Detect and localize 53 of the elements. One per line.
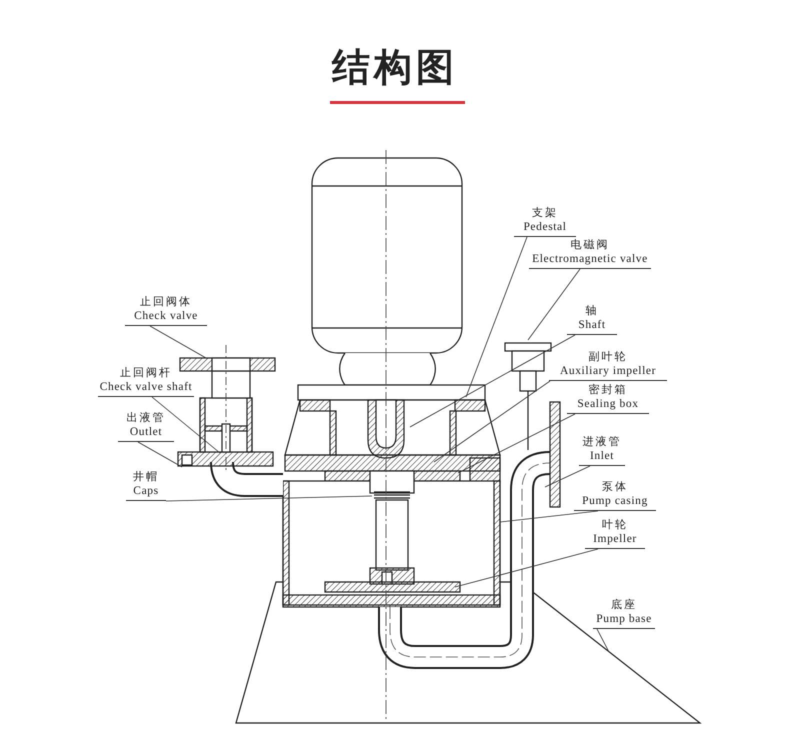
english-label: Check valve <box>133 309 199 323</box>
english-label: Inlet <box>588 449 616 463</box>
english-label: Electromagnetic valve <box>531 252 649 266</box>
english-label: Outlet <box>128 425 164 439</box>
english-label: Pedestal <box>522 220 568 234</box>
chinese-label: 叶轮 <box>601 518 629 532</box>
leader-line <box>166 496 372 502</box>
callout-label <box>567 383 649 414</box>
chinese-label: 止回阀杆 <box>119 366 173 380</box>
english-label: Shaft <box>577 318 607 332</box>
english-label: Caps <box>132 484 160 498</box>
leader-line <box>528 268 580 340</box>
leader-line <box>454 548 598 588</box>
chinese-label: 支架 <box>531 206 559 220</box>
page-title: 结构图 <box>330 44 459 91</box>
chinese-label: 出液管 <box>126 411 166 425</box>
chinese-label: 轴 <box>584 304 600 318</box>
leader-line <box>596 628 610 652</box>
callout-label <box>567 304 617 335</box>
leader-line <box>544 466 590 488</box>
leader-line <box>458 414 576 474</box>
leader-line <box>138 442 182 468</box>
chinese-label: 底座 <box>610 598 638 612</box>
callout-label <box>514 206 576 237</box>
callout-label <box>593 598 655 629</box>
callout-label <box>579 435 625 466</box>
chinese-label: 电磁阀 <box>570 238 610 252</box>
leader-line <box>434 380 550 462</box>
english-label: Sealing box <box>576 397 640 411</box>
chinese-label: 止回阀体 <box>139 295 193 309</box>
leader-line <box>152 396 220 454</box>
chinese-label: 密封箱 <box>588 383 628 397</box>
english-label: Pump casing <box>581 494 649 508</box>
english-label: Impeller <box>592 532 638 546</box>
chinese-label: 泵体 <box>601 480 629 494</box>
leader-line <box>150 326 206 358</box>
callout-label <box>125 295 207 326</box>
leader-line <box>410 334 576 428</box>
chinese-label: 进液管 <box>582 435 622 449</box>
callout-label <box>574 480 656 511</box>
english-label: Pump base <box>595 612 653 626</box>
english-label: Check valve shaft <box>98 380 194 394</box>
chinese-label: 井帽 <box>132 470 160 484</box>
callout-label <box>98 366 194 397</box>
callout-label <box>126 470 166 501</box>
callout-label <box>549 350 667 381</box>
chinese-label: 副叶轮 <box>588 350 628 364</box>
callout-label <box>585 518 645 549</box>
english-label: Auxiliary impeller <box>558 364 658 378</box>
callout-label <box>118 411 174 442</box>
callout-label <box>529 238 651 269</box>
leader-line <box>500 510 598 522</box>
leader-line <box>466 236 528 398</box>
